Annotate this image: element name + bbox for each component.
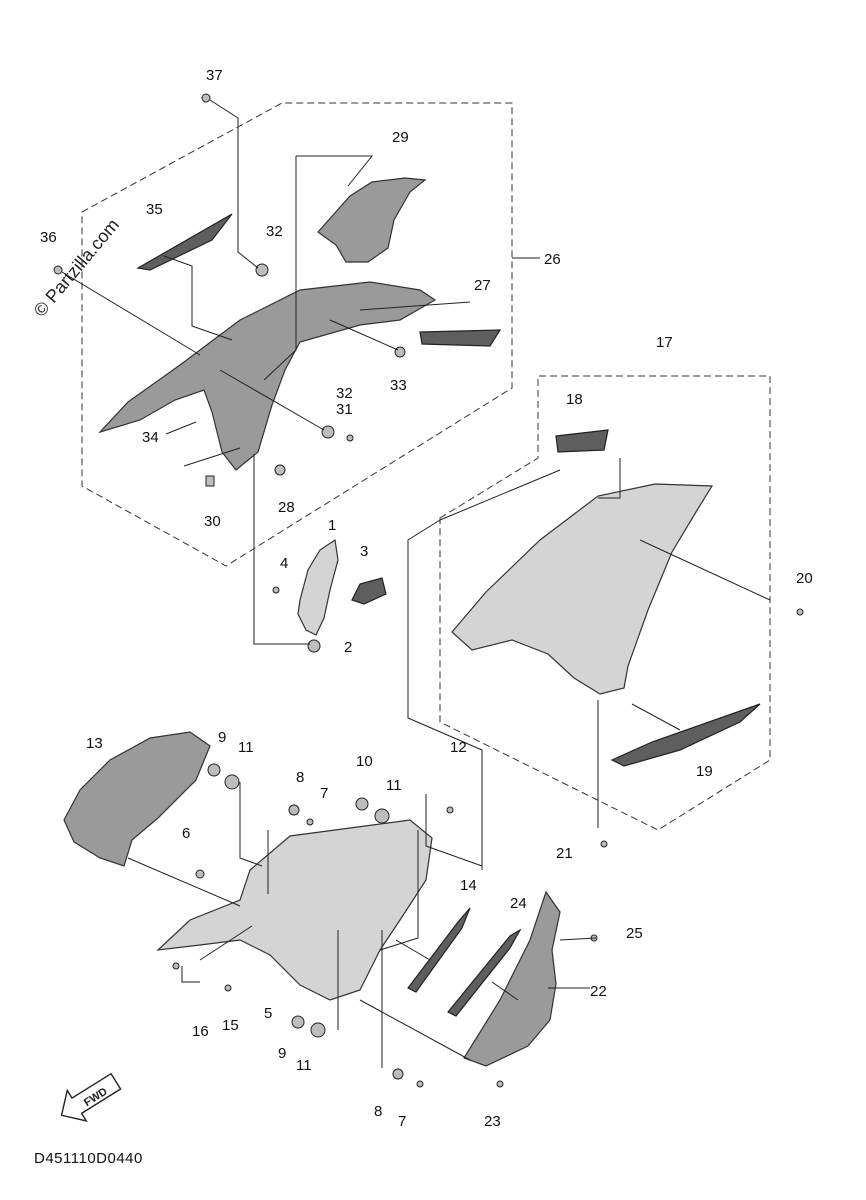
part-17-cowl[interactable] [451, 483, 714, 695]
part-8a-nut-icon[interactable] [288, 804, 300, 816]
callout-13: 13 [86, 735, 103, 752]
part-1-bracket[interactable] [297, 538, 339, 636]
callout-numbers: 37 29 35 36 32 26 27 33 32 31 34 28 30 1… [40, 67, 813, 1130]
part-11a-grommet-icon[interactable] [224, 774, 240, 790]
part-28-clip-icon[interactable] [274, 464, 286, 476]
part-18-emblem[interactable] [555, 429, 609, 453]
callout-32-upper: 32 [266, 223, 283, 240]
callout-30: 30 [204, 513, 221, 530]
part-36-screw-icon[interactable] [53, 265, 63, 275]
callout-24: 24 [510, 895, 527, 912]
part-20-screw-icon[interactable] [796, 608, 804, 616]
part-26-side-cover[interactable] [98, 281, 437, 471]
part-9b-grommet-icon[interactable] [291, 1015, 305, 1029]
callout-6: 6 [182, 825, 190, 842]
callout-14: 14 [460, 877, 477, 894]
callout-8-lower: 8 [374, 1103, 382, 1120]
callout-29: 29 [392, 129, 409, 146]
part-30-clip-icon[interactable] [205, 475, 215, 487]
callout-22: 22 [590, 983, 607, 1000]
part-11c-grommet-icon[interactable] [310, 1022, 326, 1038]
part-29-cover[interactable] [317, 177, 427, 263]
part-7b-screw-icon[interactable] [416, 1080, 424, 1088]
part-27-panel[interactable] [419, 329, 502, 347]
callout-18: 18 [566, 391, 583, 408]
callout-26: 26 [544, 251, 561, 268]
part-12-screw-icon[interactable] [446, 806, 454, 814]
part-7a-screw-icon[interactable] [306, 818, 314, 826]
part-6-screw-icon[interactable] [195, 869, 205, 879]
callout-11-lower: 11 [296, 1057, 312, 1074]
part-32a-grommet-icon[interactable] [255, 263, 269, 277]
callout-25: 25 [626, 925, 643, 942]
callout-19: 19 [696, 763, 713, 780]
part-22-cover[interactable] [463, 890, 561, 1067]
callout-7-upper: 7 [320, 785, 328, 802]
assembly-26-boundary [81, 102, 513, 567]
callout-35: 35 [146, 201, 163, 218]
part-2-grommet-icon[interactable] [307, 639, 321, 653]
part-15-screw-icon[interactable] [224, 984, 232, 992]
callout-20: 20 [796, 570, 813, 587]
callout-9-lower: 9 [278, 1045, 286, 1062]
part-9a-grommet-icon[interactable] [207, 763, 221, 777]
fwd-arrow-icon: FWD [60, 1072, 122, 1123]
part-5-frame[interactable] [156, 819, 433, 1001]
callout-23: 23 [484, 1113, 501, 1130]
part-16-screw-icon[interactable] [172, 962, 180, 970]
part-24-strip[interactable] [447, 928, 522, 1017]
part-13-duct[interactable] [63, 731, 211, 867]
part-3-cap[interactable] [351, 577, 387, 605]
diagram-code: D451110D0440 [34, 1150, 143, 1167]
callout-11-upper-right: 11 [386, 777, 402, 794]
part-23-screw-icon[interactable] [496, 1080, 504, 1088]
leader-lines [61, 99, 771, 1068]
part-10-grommet-icon[interactable] [355, 797, 369, 811]
callout-11-upper-left: 11 [238, 739, 254, 756]
part-4-screw-icon[interactable] [272, 586, 280, 594]
callout-17: 17 [656, 334, 673, 351]
callout-12: 12 [450, 739, 467, 756]
callout-33: 33 [390, 377, 407, 394]
part-37-screw-icon[interactable] [201, 93, 211, 103]
callout-8-upper: 8 [296, 769, 304, 786]
callout-36: 36 [40, 229, 57, 246]
callout-10: 10 [356, 753, 373, 770]
part-21-screw-icon[interactable] [600, 840, 608, 848]
callout-9-upper: 9 [218, 729, 226, 746]
callout-5: 5 [264, 1005, 272, 1022]
part-31-screw-icon[interactable] [346, 434, 354, 442]
callout-2: 2 [344, 639, 352, 656]
part-11b-grommet-icon[interactable] [374, 808, 390, 824]
callout-37: 37 [206, 67, 223, 84]
callout-28: 28 [278, 499, 295, 516]
part-14-strip[interactable] [407, 907, 471, 993]
callout-34: 34 [142, 429, 159, 446]
assembly-17-boundary [439, 375, 771, 831]
callout-16: 16 [192, 1023, 209, 1040]
part-19-trim[interactable] [610, 703, 761, 767]
part-33-nut-icon[interactable] [394, 346, 406, 358]
callout-7-lower: 7 [398, 1113, 406, 1130]
callout-31: 31 [336, 401, 353, 418]
callout-3: 3 [360, 543, 368, 560]
callout-4: 4 [280, 555, 288, 572]
callout-32-lower: 32 [336, 385, 353, 402]
callout-15: 15 [222, 1017, 239, 1034]
callout-1: 1 [328, 517, 336, 534]
callout-21: 21 [556, 845, 573, 862]
part-8b-nut-icon[interactable] [392, 1068, 404, 1080]
callout-27: 27 [474, 277, 491, 294]
part-32b-grommet-icon[interactable] [321, 425, 335, 439]
part-35-panel[interactable] [136, 213, 233, 271]
